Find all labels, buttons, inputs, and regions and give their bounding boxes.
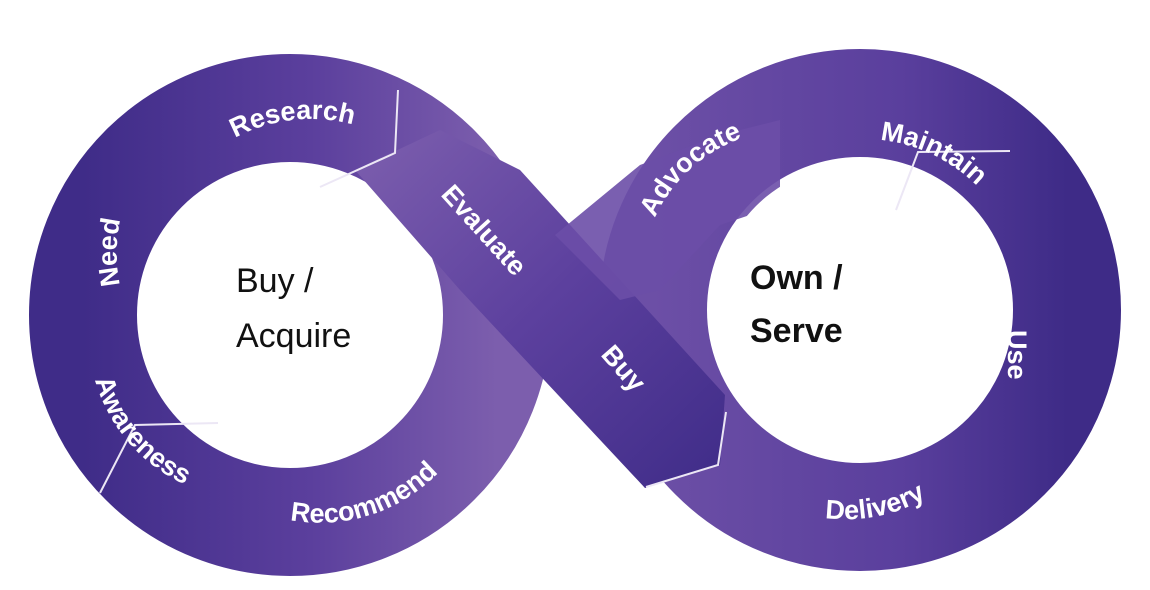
left-loop-center (152, 172, 428, 448)
right-loop-title-line1: Own / (750, 259, 843, 297)
right-loop-title-line2: Serve (750, 312, 843, 350)
right-loop-center (715, 165, 995, 445)
crossing-band-advocate (555, 120, 780, 300)
stage-need: Need (93, 215, 127, 288)
divider-maintain-use (895, 150, 1011, 211)
divider-buy-delivery (645, 411, 727, 488)
divider-awareness-recommend (99, 422, 219, 494)
left-loop-title-line2: Acquire (236, 317, 351, 355)
divider-research-evaluate (319, 89, 399, 188)
left-loop-title-line1: Buy / (236, 262, 314, 300)
right-loop (599, 49, 1121, 571)
right-loop-band (599, 49, 1121, 571)
segment-dividers (99, 89, 1011, 494)
crossing-band-evaluate-buy (355, 130, 725, 488)
stage-use: Use (1002, 330, 1032, 380)
